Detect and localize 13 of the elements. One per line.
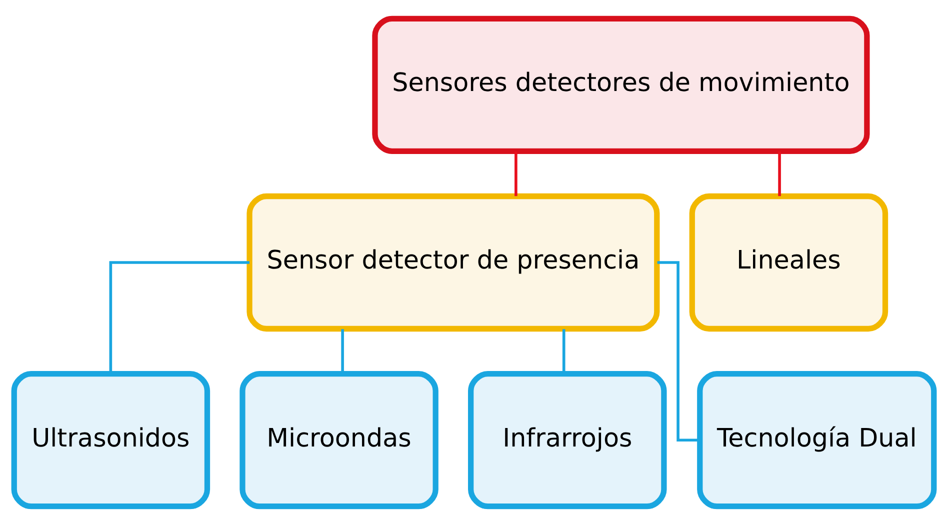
connector [562, 329, 566, 374]
connector [341, 329, 344, 374]
node-box: Sensores detectores de movimiento [372, 16, 870, 154]
node-box: Ultrasonidos [11, 371, 210, 510]
connector [109, 261, 250, 374]
connector [657, 261, 700, 442]
node-box: Infrarrojos [468, 371, 667, 510]
connector [778, 152, 781, 196]
connector [514, 152, 518, 196]
node-box: Sensor detector de presencia [246, 193, 660, 332]
node-box: Microondas [240, 371, 438, 510]
node-box: Lineales [689, 193, 888, 332]
node-box: Tecnología Dual [697, 371, 937, 510]
